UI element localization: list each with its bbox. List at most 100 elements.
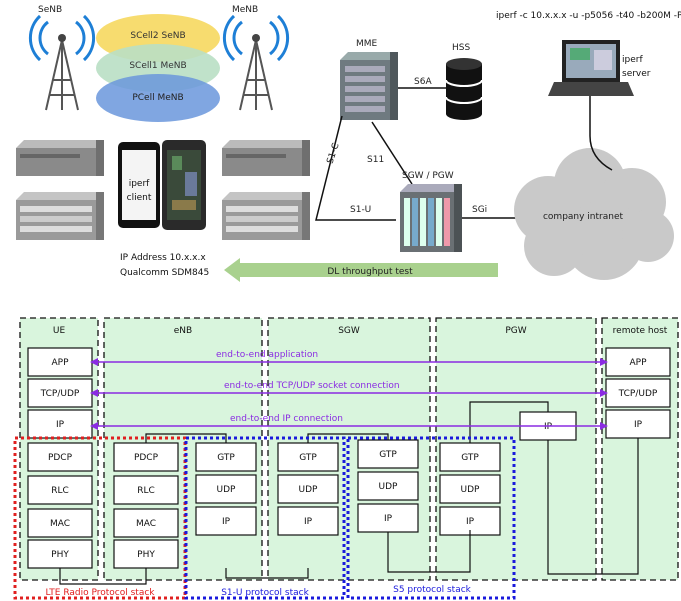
stack-connector-6 (547, 438, 639, 575)
s1u-group-label: S1-U protocol stack (221, 588, 309, 598)
sgw-pgw-rack-icon (400, 184, 462, 252)
menb-tower-icon (222, 14, 290, 111)
enb-radio-layer-0-label: PDCP (134, 453, 159, 463)
gtp-stack-1-layer-1-box (277, 474, 339, 504)
lte-group-label: LTE Radio Protocol stack (46, 588, 156, 598)
gtp-stack-0-layer-0-box (195, 442, 257, 472)
gtp-stack-3-layer-2-label: IP (466, 517, 475, 527)
gtp-stack-3-layer-1-box (439, 474, 501, 504)
gtp-stack-0-layer-0-label: GTP (217, 453, 235, 463)
remote-layer-0-label: APP (629, 358, 647, 368)
enb-radio-layer-3-label: PHY (137, 550, 155, 560)
laptop-server-icon (548, 40, 634, 96)
remote-layer-0-box (605, 347, 671, 377)
gtp-stack-1-layer-1-label: UDP (299, 485, 319, 495)
lte-group-box (13, 436, 187, 600)
s6a-label: S6A (414, 77, 432, 87)
gtp-stack-0-layer-2-box (195, 506, 257, 536)
stack-connector-2 (225, 568, 309, 579)
gtp-stack-1-layer-2-box (277, 506, 339, 536)
gtp-stack-1-layer-2-label: IP (304, 517, 313, 527)
iperf-command: iperf -c 10.x.x.x -u -p5056 -t40 -b200M … (496, 11, 681, 21)
cell-label-0: SCell2 SeNB (130, 31, 185, 41)
gtp-stack-2-layer-0-label: GTP (379, 450, 397, 460)
enb-radio-layer-0-box (113, 442, 179, 472)
ue-layer-6-label: PHY (51, 550, 69, 560)
ue-layer-4-label: RLC (51, 486, 69, 496)
remote-layer-2-box (605, 409, 671, 439)
ue-layer-2-box (27, 409, 93, 439)
intranet-label: company intranet (543, 212, 624, 222)
hss-label: HSS (452, 43, 470, 53)
s1c-s1u-link (315, 115, 396, 221)
gtp-stack-0-layer-1-label: UDP (217, 485, 237, 495)
stack-connector-1 (145, 433, 227, 443)
column-header-4: remote host (613, 326, 668, 336)
remote-layer-2-label: IP (634, 420, 643, 430)
ue-layer-1-label: TCP/UDP (40, 389, 80, 399)
enb-radio-layer-2-label: MAC (136, 519, 156, 529)
gtp-stack-2-layer-2-label: IP (384, 514, 393, 524)
column-header-3: PGW (505, 326, 526, 336)
server-label-0: iperf (622, 55, 643, 65)
s1u-label: S1-U (350, 205, 371, 215)
remote-layer-1-box (605, 378, 671, 408)
stack-connector-0 (59, 568, 147, 585)
senb-tower-icon (28, 14, 96, 111)
s1c-label: S1-C (326, 142, 342, 165)
e2e-arrow-label-1: end-to-end TCP/UDP socket connection (224, 381, 400, 391)
ip-info-0: IP Address 10.x.x.x (120, 253, 206, 263)
enb-radio-layer-1-box (113, 475, 179, 505)
ue-layer-4-box (27, 475, 93, 505)
ue-layer-0-box (27, 347, 93, 377)
sgw-pgw-label: SGW / PGW (402, 171, 454, 181)
ue-layer-0-label: APP (51, 358, 69, 368)
server-label-1: server (622, 69, 651, 79)
enb-radio-layer-3-box (113, 539, 179, 569)
cell-label-1: SCell1 MeNB (129, 61, 186, 71)
gtp-stack-2-layer-1-label: UDP (379, 482, 399, 492)
senb-hardware-icon (16, 140, 104, 240)
ip-info-1: Qualcomm SDM845 (120, 268, 209, 278)
gtp-stack-0-layer-2-label: IP (222, 517, 231, 527)
enb-radio-layer-2-box (113, 508, 179, 538)
gtp-stack-0-layer-1-box (195, 474, 257, 504)
mme-label: MME (356, 39, 378, 49)
menb-hardware-icon (222, 140, 310, 240)
sgi-label: SGi (472, 205, 487, 215)
ue-layer-3-box (27, 442, 93, 472)
gtp-stack-2-layer-1-box (357, 471, 419, 501)
ue-layer-5-box (27, 508, 93, 538)
e2e-arrow-label-0: end-to-end application (216, 350, 318, 360)
enb-radio-layer-1-label: RLC (137, 486, 155, 496)
phone-icon (118, 140, 206, 230)
ue-layer-2-label: IP (56, 420, 65, 430)
dl-throughput-arrow (224, 258, 498, 282)
cloud-icon (514, 148, 674, 280)
mme-server-icon (340, 52, 398, 120)
menb-label: MeNB (232, 5, 258, 15)
hss-database-icon (445, 58, 483, 120)
ue-layer-5-label: MAC (50, 519, 70, 529)
pgw-ip-label: IP (544, 422, 553, 432)
dl-throughput-label: DL throughput test (327, 267, 413, 277)
senb-label: SeNB (38, 5, 62, 15)
stack-connector-4 (387, 530, 471, 573)
s11-link (371, 121, 413, 185)
ue-layer-6-box (27, 539, 93, 569)
server-cloud-link (589, 96, 613, 171)
ue-layer-3-label: PDCP (48, 453, 73, 463)
gtp-stack-3-layer-0-label: GTP (461, 453, 479, 463)
column-header-0: UE (53, 326, 66, 336)
column-header-2: SGW (338, 326, 360, 336)
pcell-ellipse (96, 74, 220, 122)
s5-group-box (346, 436, 516, 600)
gtp-stack-3-layer-1-label: UDP (461, 485, 481, 495)
s1u-group-box (184, 436, 346, 600)
client-label-1: client (127, 193, 152, 203)
s11-label: S11 (367, 155, 384, 165)
gtp-stack-2-layer-2-box (357, 503, 419, 533)
gtp-stack-2-layer-0-box (357, 439, 419, 469)
